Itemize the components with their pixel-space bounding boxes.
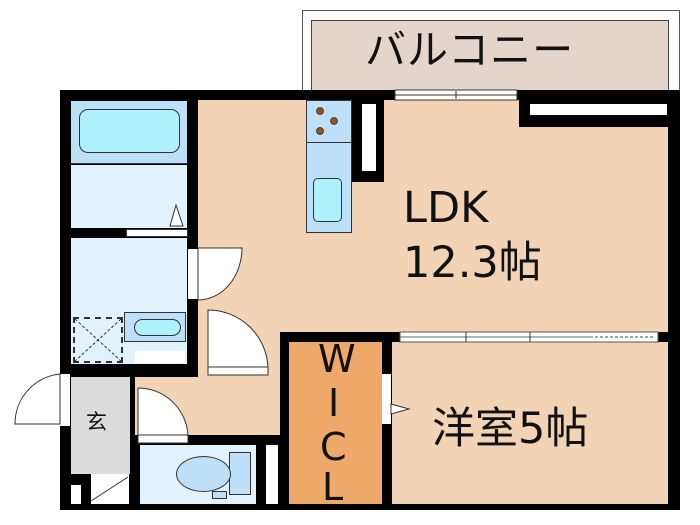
entrance	[71, 377, 130, 474]
western-room-label: 洋室5帖	[432, 404, 589, 454]
toilet-door[interactable]	[137, 387, 189, 444]
bath-sliding-door[interactable]	[126, 229, 188, 237]
wic-letter-l: L	[322, 465, 344, 509]
washroom	[71, 238, 187, 364]
ldk-room	[198, 100, 668, 332]
ldk-label-size: 12.3帖	[403, 238, 542, 288]
washroom-door[interactable]	[188, 247, 243, 301]
entrance-small-storage	[71, 485, 81, 504]
top-right-storage	[530, 104, 667, 115]
washing-machine-pan-icon	[74, 318, 122, 362]
bath-door-arrow-icon	[169, 203, 184, 227]
toilet-storage	[266, 445, 278, 504]
ldk-label-type: LDK	[403, 183, 489, 233]
front-door[interactable]	[14, 373, 70, 426]
walk-in-closet	[289, 342, 382, 504]
balcony-label: バルコニー	[365, 26, 575, 74]
washroom-shelf	[135, 351, 185, 363]
wash-basin	[134, 319, 181, 336]
wic-letter-w: W	[318, 337, 356, 381]
hallway-door[interactable]	[207, 309, 269, 376]
toilet-paper	[212, 491, 227, 499]
balcony-window[interactable]	[394, 89, 518, 101]
fridge-space	[362, 104, 376, 171]
shoe-box-diagonal	[90, 476, 129, 502]
washing-machine-pan	[73, 317, 123, 363]
toilet-bowl	[176, 456, 231, 492]
kitchen-sink	[313, 178, 342, 222]
balcony	[311, 20, 669, 95]
bathtub	[79, 109, 180, 153]
kitchen-stove	[306, 100, 352, 143]
western-room	[392, 342, 668, 504]
entrance-label: 玄	[86, 410, 107, 434]
wic-door[interactable]	[382, 374, 411, 424]
wic-letter-i: I	[328, 381, 340, 425]
stove-burner-icon	[316, 107, 338, 135]
wic-letter-c: C	[320, 425, 347, 469]
western-room-sliding-door[interactable]	[399, 331, 659, 343]
bath-anteroom	[71, 165, 187, 228]
